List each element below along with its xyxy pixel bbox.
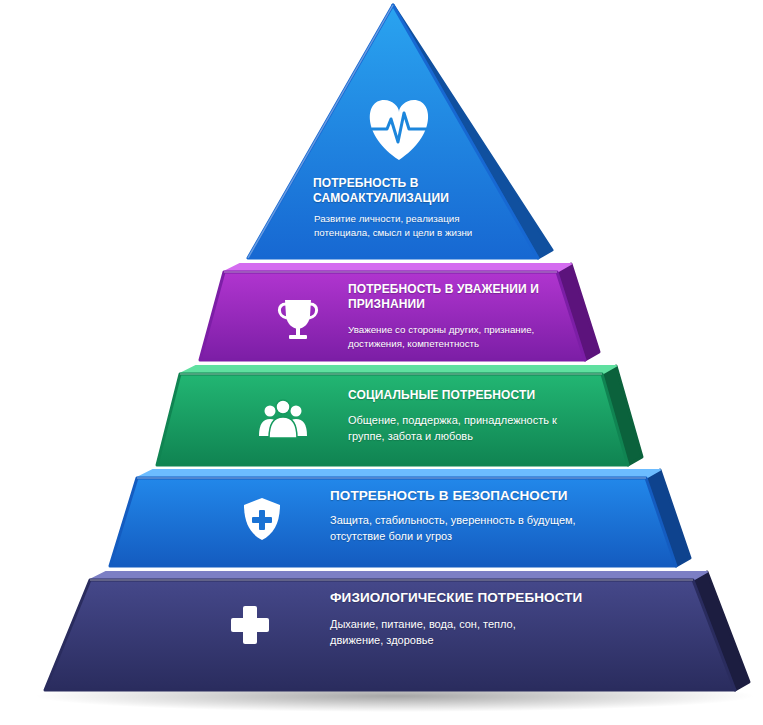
level-heading: ПОТРЕБНОСТЬ В САМОАКТУАЛИЗАЦИИ (313, 176, 528, 205)
pyramid-level: СОЦИАЛЬНЫЕ ПОТРЕБНОСТИ Общение, поддержка… (157, 366, 642, 465)
pyramid-level: ПОТРЕБНОСТЬ В БЕЗОПАСНОСТИ Защита, стабил… (110, 470, 690, 566)
edge-highlight (137, 477, 646, 479)
text-slot: СОЦИАЛЬНЫЕ ПОТРЕБНОСТИ (348, 388, 608, 403)
front-face (110, 478, 676, 566)
edge-highlight (90, 579, 693, 581)
level-description: Защита, стабильность, уверенность в буду… (330, 513, 592, 545)
heart-icon (370, 100, 428, 160)
front-face (248, 5, 538, 258)
level-shape (45, 572, 749, 690)
front-face (157, 374, 628, 465)
edge-highlight (180, 373, 602, 375)
text-slot: Общение, поддержка, принадлежность к гру… (348, 413, 566, 445)
shield-icon (244, 498, 280, 540)
text-slot: Развитие личности, реализация потенциала… (314, 212, 514, 240)
text-slot: Защита, стабильность, уверенность в буду… (330, 513, 592, 545)
level-description: Уважение со стороны других, признание, д… (348, 323, 572, 351)
level-description: Дыхание, питание, вода, сон, тепло, движ… (330, 617, 560, 649)
trophy-icon (279, 300, 316, 339)
front-face (200, 272, 585, 360)
level-heading: ПОТРЕБНОСТЬ В УВАЖЕНИИ И ПРИЗНАНИИ (348, 282, 563, 311)
level-description: Развитие личности, реализация потенциала… (314, 212, 514, 240)
edge-highlight (224, 271, 557, 273)
people-icon (259, 400, 307, 438)
pyramid-level: ФИЗИОЛОГИЧЕСКИЕ ПОТРЕБНОСТИ Дыхание, пита… (45, 572, 749, 690)
front-face (45, 580, 735, 690)
text-slot: Дыхание, питание, вода, сон, тепло, движ… (330, 617, 560, 649)
text-slot: ПОТРЕБНОСТЬ В БЕЗОПАСНОСТИ (330, 488, 630, 504)
text-slot: Уважение со стороны других, признание, д… (348, 323, 572, 351)
pyramid-level: ПОТРЕБНОСТЬ В УВАЖЕНИИ И ПРИЗНАНИИ Уважен… (200, 264, 599, 360)
level-heading: ПОТРЕБНОСТЬ В БЕЗОПАСНОСТИ (330, 488, 630, 504)
level-heading: ФИЗИОЛОГИЧЕСКИЕ ПОТРЕБНОСТИ (330, 590, 650, 606)
text-slot: ПОТРЕБНОСТЬ В САМОАКТУАЛИЗАЦИИ (313, 176, 528, 205)
level-heading: СОЦИАЛЬНЫЕ ПОТРЕБНОСТИ (348, 388, 608, 403)
text-slot: ПОТРЕБНОСТЬ В УВАЖЕНИИ И ПРИЗНАНИИ (348, 282, 563, 311)
level-description: Общение, поддержка, принадлежность к гру… (348, 413, 566, 445)
pyramid-level: ПОТРЕБНОСТЬ В САМОАКТУАЛИЗАЦИИ Развитие л… (248, 5, 552, 258)
cross-icon (231, 606, 269, 644)
text-slot: ФИЗИОЛОГИЧЕСКИЕ ПОТРЕБНОСТИ (330, 590, 650, 606)
